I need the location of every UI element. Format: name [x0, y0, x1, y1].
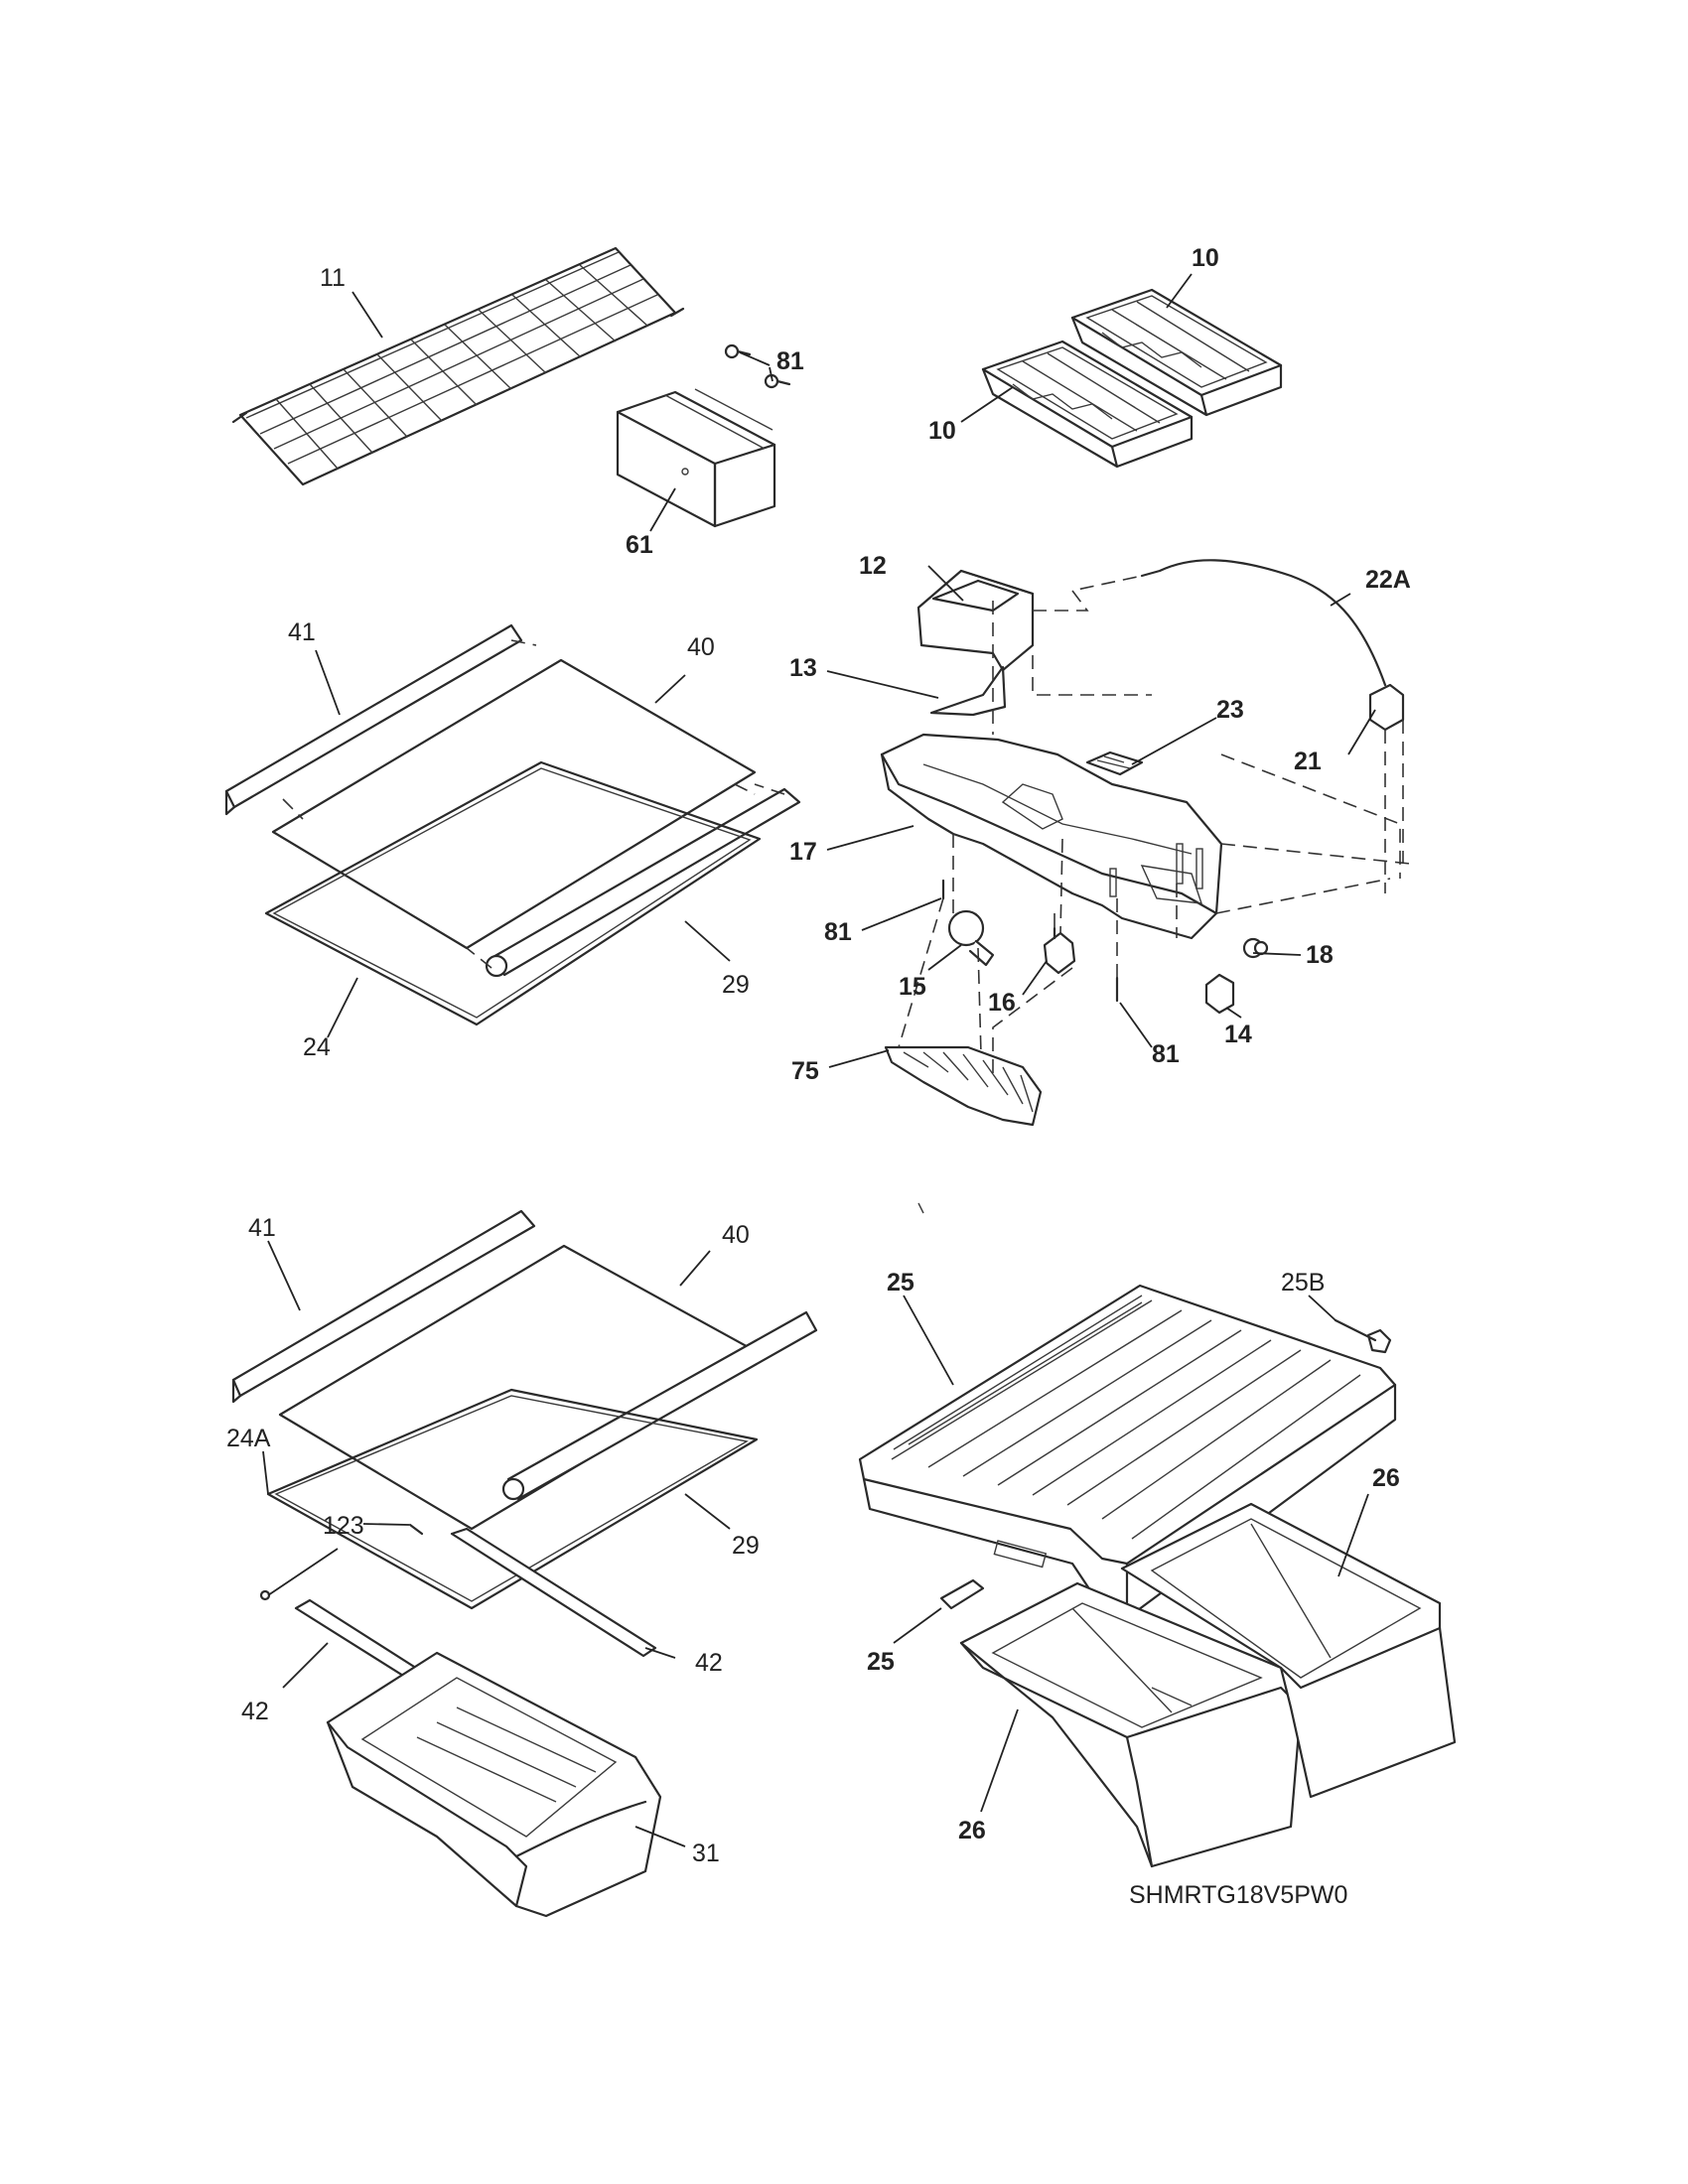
- light-bulb: [947, 909, 995, 967]
- callout-15: 15: [899, 973, 926, 1001]
- callout-21: 21: [1294, 748, 1322, 775]
- callout-18: 18: [1306, 941, 1334, 969]
- callout-42-right: 42: [695, 1649, 723, 1677]
- callout-29-lower: 29: [732, 1532, 760, 1560]
- callout-22A: 22A: [1365, 566, 1411, 594]
- crisper-drawer-left: [959, 1581, 1303, 1868]
- callout-10-upper: 10: [1192, 244, 1219, 272]
- callout-10-lower: 10: [928, 417, 956, 445]
- dispenser-housing: [880, 733, 1223, 940]
- cover-clip-25: [939, 1578, 985, 1610]
- callout-81-top: 81: [776, 347, 804, 375]
- callout-17: 17: [789, 838, 817, 866]
- callout-41-lower: 41: [248, 1214, 276, 1242]
- callout-14: 14: [1224, 1021, 1252, 1048]
- callout-123: 123: [323, 1512, 364, 1540]
- dispenser-flap: [929, 665, 1007, 717]
- callout-11: 11: [320, 264, 346, 292]
- callout-81-mid: 81: [824, 918, 852, 946]
- callout-25-clip: 25: [867, 1648, 895, 1676]
- ice-tray-lower: [981, 340, 1194, 469]
- dispenser-cover: [916, 569, 1035, 672]
- exploded-view-dashes: [898, 575, 1411, 1077]
- callout-75: 75: [791, 1057, 819, 1085]
- callout-29-upper: 29: [722, 971, 750, 999]
- screws-81: [941, 879, 1119, 1003]
- leader-lines: [262, 273, 1376, 1847]
- callout-81-low: 81: [1152, 1040, 1180, 1068]
- wire-shelf: [231, 246, 685, 486]
- callout-labels: 11 81 61 10 10 12 22A 13 23 21 17 81 15 …: [226, 244, 1411, 1867]
- chute-75: [884, 1045, 1043, 1127]
- callout-40-lower: 40: [722, 1221, 750, 1249]
- glass-shelf-lower: [231, 1209, 818, 1918]
- callout-24: 24: [303, 1033, 331, 1061]
- callout-40-upper: 40: [687, 633, 715, 661]
- callout-25B: 25B: [1281, 1269, 1325, 1297]
- shelf-bracket: [616, 388, 776, 528]
- callout-24A: 24A: [226, 1425, 271, 1452]
- switch-14: [1204, 973, 1235, 1015]
- callout-42-left: 42: [241, 1698, 269, 1725]
- actuator-21: [1368, 683, 1405, 732]
- callout-61: 61: [626, 531, 653, 559]
- callout-13: 13: [789, 654, 817, 682]
- dispenser-switch-23: [1085, 751, 1144, 776]
- ice-tray-upper: [1070, 288, 1283, 417]
- callout-12: 12: [859, 552, 887, 580]
- crisper-drawer-right: [1120, 1502, 1457, 1799]
- callout-26-right: 26: [1372, 1464, 1400, 1492]
- callout-25-cover: 25: [887, 1269, 914, 1297]
- diagram-code: SHMRTG18V5PW0: [1129, 1881, 1347, 1909]
- callout-31: 31: [692, 1840, 720, 1867]
- callout-41-upper: 41: [288, 618, 316, 646]
- glass-shelf-upper: [224, 623, 801, 1026]
- stray-mark: [917, 1202, 924, 1214]
- callout-26-left: 26: [958, 1817, 986, 1844]
- lamp-socket: [1043, 926, 1076, 975]
- cover-clip-25B: [1334, 1318, 1392, 1354]
- callout-16: 16: [988, 989, 1016, 1017]
- callout-23: 23: [1216, 696, 1244, 724]
- wire-harness: [1140, 559, 1387, 687]
